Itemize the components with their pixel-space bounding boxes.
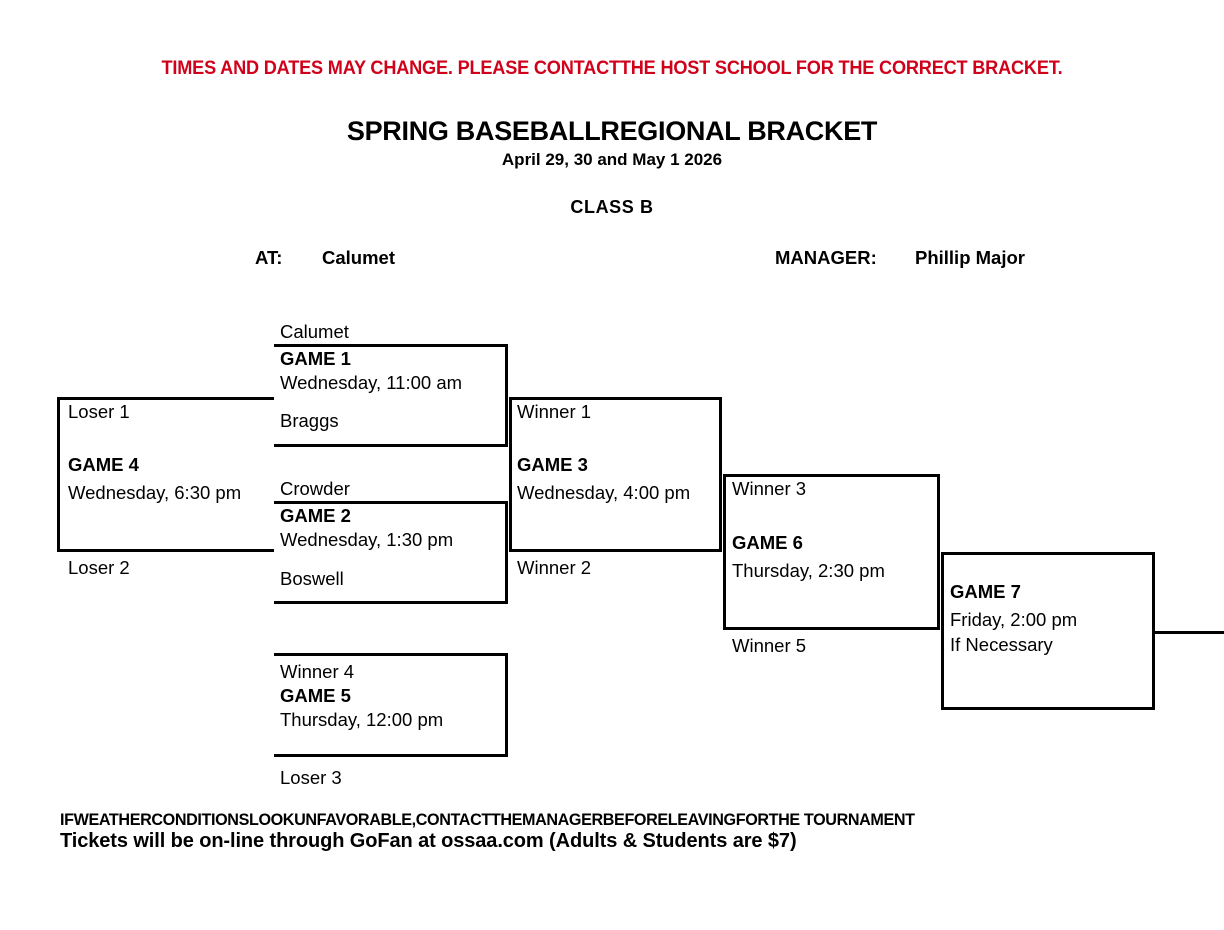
game-5-top-team: Winner 4 [280,661,355,682]
game-3-bottom-team: Winner 2 [517,557,592,578]
manager-value: Phillip Major [915,247,1025,268]
game-5-time: Thursday, 12:00 pm [280,709,444,730]
at-label: AT: [255,247,283,268]
game-2-time: Wednesday, 1:30 pm [280,529,454,550]
game-3-title: GAME 3 [517,454,588,475]
game-6-box[interactable] [723,474,940,630]
game-4-box[interactable] [57,397,274,552]
game-1-title: GAME 1 [280,348,351,369]
date-subtitle: April 29, 30 and May 1 2026 [501,150,723,169]
game-4-time: Wednesday, 6:30 pm [68,482,242,503]
game-3-box[interactable] [509,397,722,552]
game-7-title: GAME 7 [950,581,1021,602]
footer-weather-note: IFWEATHERCONDITIONSLOOKUNFAVORABLE,CONTA… [60,810,915,829]
game-6-title: GAME 6 [732,532,803,553]
game-7-box[interactable] [941,552,1155,710]
class-label: CLASS B [570,197,654,217]
game-1-time: Wednesday, 11:00 am [280,372,463,393]
game-6-top-team: Winner 3 [732,478,807,499]
at-value: Calumet [322,247,395,268]
game-6-bottom-team: Winner 5 [732,635,807,656]
page-title: SPRING BASEBALLREGIONAL BRACKET [346,116,878,146]
game-4-top-team: Loser 1 [68,401,130,422]
game-6-time: Thursday, 2:30 pm [732,560,885,581]
game-4-bottom-team: Loser 2 [68,557,130,578]
game-2-top-team: Crowder [280,478,350,499]
meta-row: AT: Calumet MANAGER: Phillip Major [0,247,1224,273]
game-2-bottom-team: Boswell [280,568,344,589]
game-3-top-team: Winner 1 [517,401,592,422]
game-5-bottom-team: Loser 3 [280,767,342,788]
game-3-time: Wednesday, 4:00 pm [517,482,691,503]
game-1-top-team: Calumet [280,321,349,342]
game-2-box[interactable] [274,501,508,604]
warning-banner: TIMES AND DATES MAY CHANGE. PLEASE CONTA… [161,57,1063,79]
footer-ticket-note: Tickets will be on-line through GoFan at… [60,830,797,852]
game-7-time: Friday, 2:00 pm [950,609,1078,630]
game-1-box[interactable] [274,344,508,447]
manager-label: MANAGER: [775,247,877,268]
game-5-box[interactable] [274,653,508,757]
game-2-title: GAME 2 [280,505,351,526]
game-7-note: If Necessary [950,634,1053,655]
game-5-title: GAME 5 [280,685,351,706]
game-4-title: GAME 4 [68,454,139,475]
champion-advance-line [1155,631,1224,634]
game-1-bottom-team: Braggs [280,410,339,431]
